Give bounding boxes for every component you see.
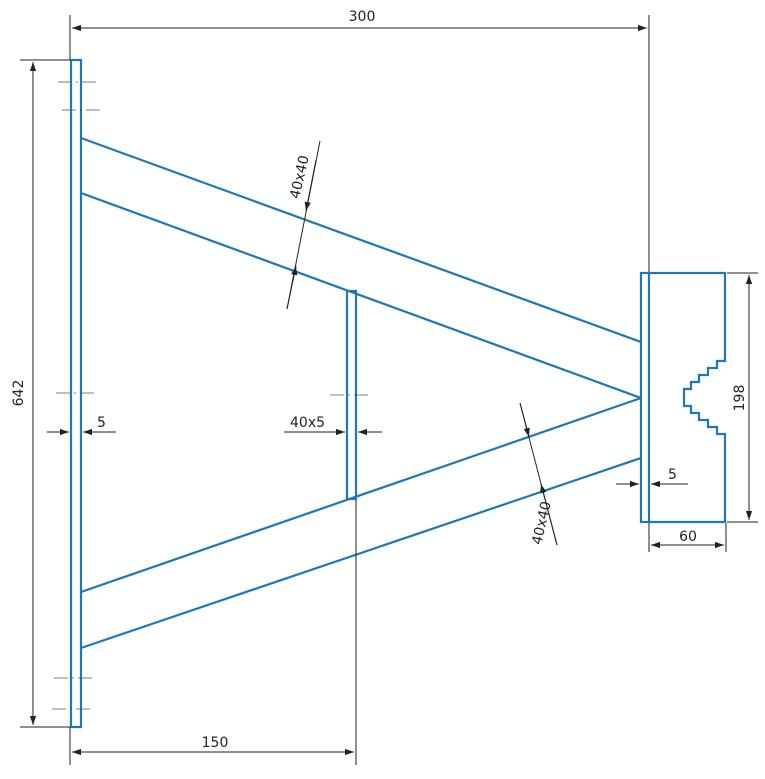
end-plate [639,271,651,524]
dimension-end-block-width: 60 [648,523,727,552]
upper-brace-bottom-edge [80,191,642,400]
center-lines [52,81,372,710]
dimensions: 300 642 150 5 40x5 [11,9,758,765]
dimension-label-5-wall: 5 [97,415,106,431]
dimension-end-plate-thickness: 5 [616,467,688,488]
dimension-label-198: 198 [732,385,748,412]
dimension-end-plate-height: 198 [727,272,758,523]
dimension-wall-plate-thickness: 5 [47,415,116,436]
dimension-label-5-end: 5 [668,467,677,483]
dimension-upper-brace-section: 40x40 [286,140,321,310]
dimension-label-60: 60 [679,529,697,545]
dimension-overall-width: 300 [69,9,650,272]
dimension-label-300: 300 [349,9,376,25]
dimension-overall-height: 642 [11,59,70,728]
dimension-label-150: 150 [202,735,229,751]
dimension-label-642: 642 [11,380,27,407]
lower-brace-bottom-edge [80,456,642,650]
lower-brace-top-edge [80,396,642,594]
wall-plate [69,58,83,729]
end-block [649,271,727,524]
upper-brace-top-edge [80,136,642,344]
dimension-strut-section: 40x5 [284,415,382,436]
dimension-label-40x5: 40x5 [290,415,325,431]
dimension-strut-position: 150 [69,500,357,765]
bracket-geometry [69,58,727,729]
dimension-lower-brace-section: 40x40 [519,402,558,546]
